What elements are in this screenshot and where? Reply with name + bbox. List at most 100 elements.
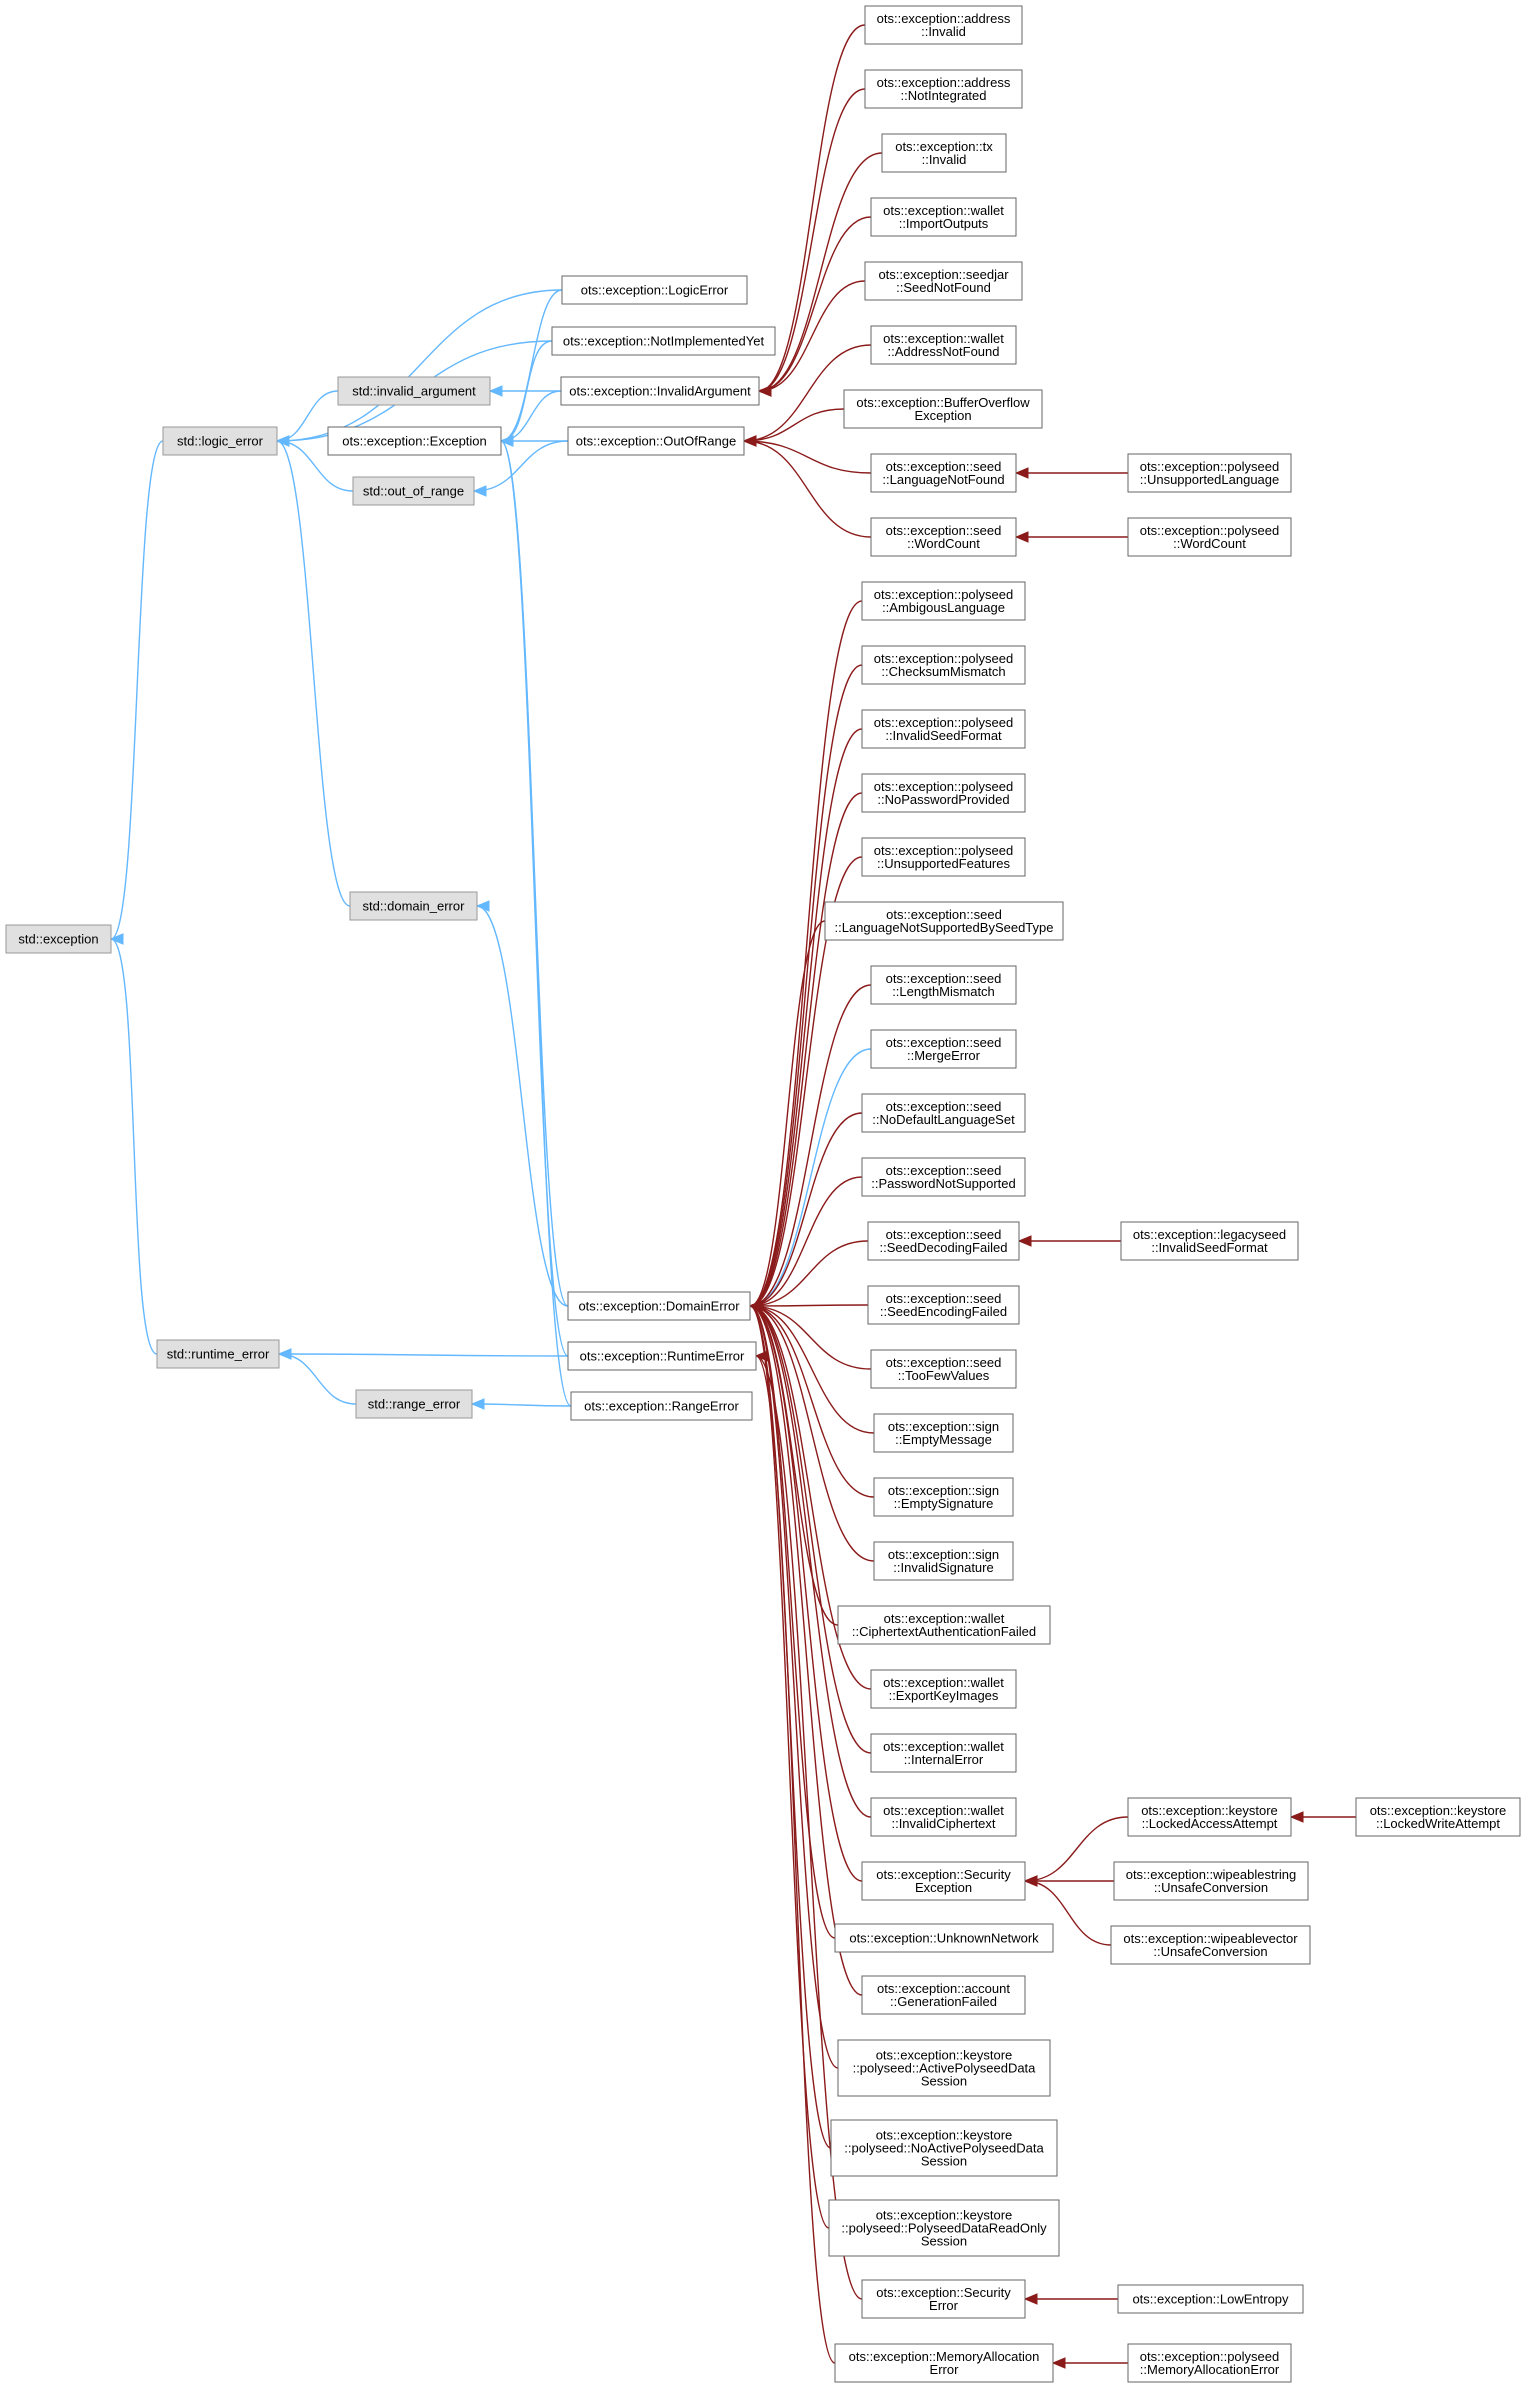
class-node-addr-invalid[interactable]: ots::exception::address::Invalid [864,5,1023,45]
class-node-seed-nodefaultlanguageset[interactable]: ots::exception::seed::NoDefaultLanguageS… [861,1093,1026,1133]
class-node-label: ::GenerationFailed [890,1994,997,2009]
arrowhead-icon [472,485,487,497]
class-node-box [561,275,748,305]
arrowhead-icon [1051,2357,1066,2369]
class-node-sign-emptysignature[interactable]: ots::exception::sign::EmptySignature [873,1477,1014,1517]
class-node-ots-runtimeerror[interactable]: ots::exception::RuntimeError [567,1341,757,1371]
derived-edge-31 [1014,531,1128,543]
class-node-seed-toofewvalues[interactable]: ots::exception::seed::TooFewValues [870,1349,1017,1389]
class-node-label: ::LockedWriteAttempt [1376,1816,1500,1831]
class-node-std-range-error[interactable]: std::range_error [355,1389,473,1419]
arrowhead-icon [1289,1811,1304,1823]
class-node-account-generationfailed[interactable]: ots::exception::account::GenerationFaile… [861,1975,1026,2015]
class-node-seed-mergeerror[interactable]: ots::exception::seed::MergeError [870,1029,1017,1069]
class-node-keystore-lockedaccessattempt[interactable]: ots::exception::keystore::LockedAccessAt… [1127,1797,1292,1837]
class-node-box [1127,517,1292,557]
class-node-polyseed-invalidseedformat[interactable]: ots::exception::polyseed::InvalidSeedFor… [861,709,1026,749]
derived-edge-25 [757,280,866,397]
class-node-wallet-ciphertextauthenticationfailed[interactable]: ots::exception::wallet::CiphertextAuthen… [837,1605,1051,1645]
class-node-keystore-lockedwriteattempt[interactable]: ots::exception::keystore::LockedWriteAtt… [1355,1797,1521,1837]
class-node-polyseed-checksummismatch[interactable]: ots::exception::polyseed::ChecksumMismat… [861,645,1026,685]
class-node-label: ::SeedDecodingFailed [880,1240,1008,1255]
class-node-legacyseed-invalidseedformat[interactable]: ots::exception::legacyseed::InvalidSeedF… [1120,1221,1299,1261]
edge-line [749,1305,836,1939]
class-node-keystore-activepolyseeddatasession[interactable]: ots::exception::keystore::polyseed::Acti… [837,2039,1051,2097]
class-node-wallet-importoutputs[interactable]: ots::exception::wallet::ImportOutputs [870,197,1017,237]
class-node-label: ots::exception::LogicError [581,283,729,298]
class-node-label: std::logic_error [177,434,264,449]
class-node-box [870,1029,1017,1069]
class-node-label: Session [921,2234,967,2249]
class-node-seed-seedencodingfailed[interactable]: ots::exception::seed::SeedEncodingFailed [867,1285,1020,1325]
class-node-std-exception[interactable]: std::exception [5,924,112,954]
class-node-seed-wordcount[interactable]: ots::exception::seed::WordCount [870,517,1017,557]
edge-line [749,1305,875,1498]
class-node-label: ots::exception::seed [886,971,1002,986]
class-node-label: ::LanguageNotFound [882,472,1004,487]
class-node-label: ::InvalidSignature [893,1560,993,1575]
class-node-ots-rangeerror[interactable]: ots::exception::RangeError [570,1391,753,1421]
class-node-polyseed-nopasswordprovided[interactable]: ots::exception::polyseed::NoPasswordProv… [861,773,1026,813]
class-node-keystore-noactivepolyseeddatasession[interactable]: ots::exception::keystore::polyseed::NoAc… [830,2119,1058,2177]
class-node-lowentropy[interactable]: ots::exception::LowEntropy [1117,2284,1304,2314]
class-node-wallet-internalerror[interactable]: ots::exception::wallet::InternalError [870,1733,1017,1773]
derived-edge-50 [748,1300,872,1754]
class-node-label: ::EmptySignature [894,1496,994,1511]
class-node-polyseed-unsupportedlanguage[interactable]: ots::exception::polyseed::UnsupportedLan… [1127,453,1292,493]
class-node-wallet-addressnotfound[interactable]: ots::exception::wallet::AddressNotFound [870,325,1017,365]
class-node-label: ots::exception::BufferOverflow [856,395,1030,410]
class-node-box [828,2199,1060,2257]
class-node-ots-exception[interactable]: ots::exception::Exception [327,426,502,456]
class-node-wipeablevector-unsafeconversion[interactable]: ots::exception::wipeablevector::UnsafeCo… [1110,1925,1311,1965]
class-node-seed-seeddecodingfailed[interactable]: ots::exception::seed::SeedDecodingFailed [867,1221,1020,1261]
edge-line [758,88,866,392]
class-node-unknownnetwork[interactable]: ots::exception::UnknownNetwork [834,1923,1054,1953]
class-node-keystore-polyseeddatareadonlysession[interactable]: ots::exception::keystore::polyseed::Poly… [828,2199,1060,2257]
class-node-label: ::polyseed::PolyseedDataReadOnly [841,2221,1047,2236]
class-node-ots-domainerror[interactable]: ots::exception::DomainError [567,1291,751,1321]
edge-line [278,1353,569,1357]
inheritance-edge-19 [499,435,572,1407]
class-node-seed-passwordnotsupported[interactable]: ots::exception::seed::PasswordNotSupport… [861,1157,1026,1197]
class-node-sign-invalidsignature[interactable]: ots::exception::sign::InvalidSignature [873,1541,1014,1581]
class-node-seed-languagenotfound[interactable]: ots::exception::seed::LanguageNotFound [870,453,1017,493]
class-node-polyseed-ambigouslanguage[interactable]: ots::exception::polyseed::AmbigousLangua… [861,581,1026,621]
class-node-memoryallocationerror[interactable]: ots::exception::MemoryAllocationError [834,2343,1054,2383]
class-node-ots-invalidargument[interactable]: ots::exception::InvalidArgument [560,376,760,406]
edge-line [749,1176,863,1307]
class-node-polyseed-wordcount[interactable]: ots::exception::polyseed::WordCount [1127,517,1292,557]
derived-edge-54 [1023,1875,1114,1887]
class-node-label: ots::exception::LowEntropy [1132,2292,1289,2307]
class-node-label: ots::exception::polyseed [874,843,1013,858]
class-node-label: Error [930,2362,960,2377]
class-node-polyseed-unsupportedfeatures[interactable]: ots::exception::polyseed::UnsupportedFea… [861,837,1026,877]
class-node-box [5,924,112,954]
class-node-polyseed-memoryallocationerror[interactable]: ots::exception::polyseed::MemoryAllocati… [1127,2343,1292,2383]
class-node-std-runtime-error[interactable]: std::runtime_error [156,1339,280,1369]
class-node-label: ots::exception::seed [886,1355,1002,1370]
class-node-seed-lengthmismatch[interactable]: ots::exception::seed::LengthMismatch [870,965,1017,1005]
class-node-ots-notimplementedyet[interactable]: ots::exception::NotImplementedYet [551,326,776,356]
class-node-addr-notintegrated[interactable]: ots::exception::address::NotIntegrated [864,69,1023,109]
class-node-std-logic-error[interactable]: std::logic_error [162,426,278,456]
class-node-std-invalid-argument[interactable]: std::invalid_argument [337,376,491,406]
class-node-ots-logicerror[interactable]: ots::exception::LogicError [561,275,748,305]
class-node-wallet-invalidciphertext[interactable]: ots::exception::wallet::InvalidCiphertex… [870,1797,1017,1837]
class-node-ots-outofrange[interactable]: ots::exception::OutOfRange [567,426,745,456]
class-node-label: ::InvalidSeedFormat [885,728,1002,743]
class-node-wipeablestring-unsafeconversion[interactable]: ots::exception::wipeablestring::UnsafeCo… [1113,1861,1309,1901]
edge-line [749,1305,872,1818]
class-node-std-domain-error[interactable]: std::domain_error [349,891,478,921]
class-node-sign-emptymessage[interactable]: ots::exception::sign::EmptyMessage [873,1413,1014,1453]
class-node-box [837,2039,1051,2097]
class-node-seedjar-seednotfound[interactable]: ots::exception::seedjar::SeedNotFound [864,261,1023,301]
class-node-seed-languagenotsupportedbyseedtype[interactable]: ots::exception::seed::LanguageNotSupport… [824,901,1064,941]
class-node-wallet-exportkeyimages[interactable]: ots::exception::wallet::ExportKeyImages [870,1669,1017,1709]
class-node-std-out-of-range[interactable]: std::out_of_range [352,476,475,506]
class-node-tx-invalid[interactable]: ots::exception::tx::Invalid [881,133,1007,173]
class-node-label: ::ChecksumMismatch [881,664,1005,679]
